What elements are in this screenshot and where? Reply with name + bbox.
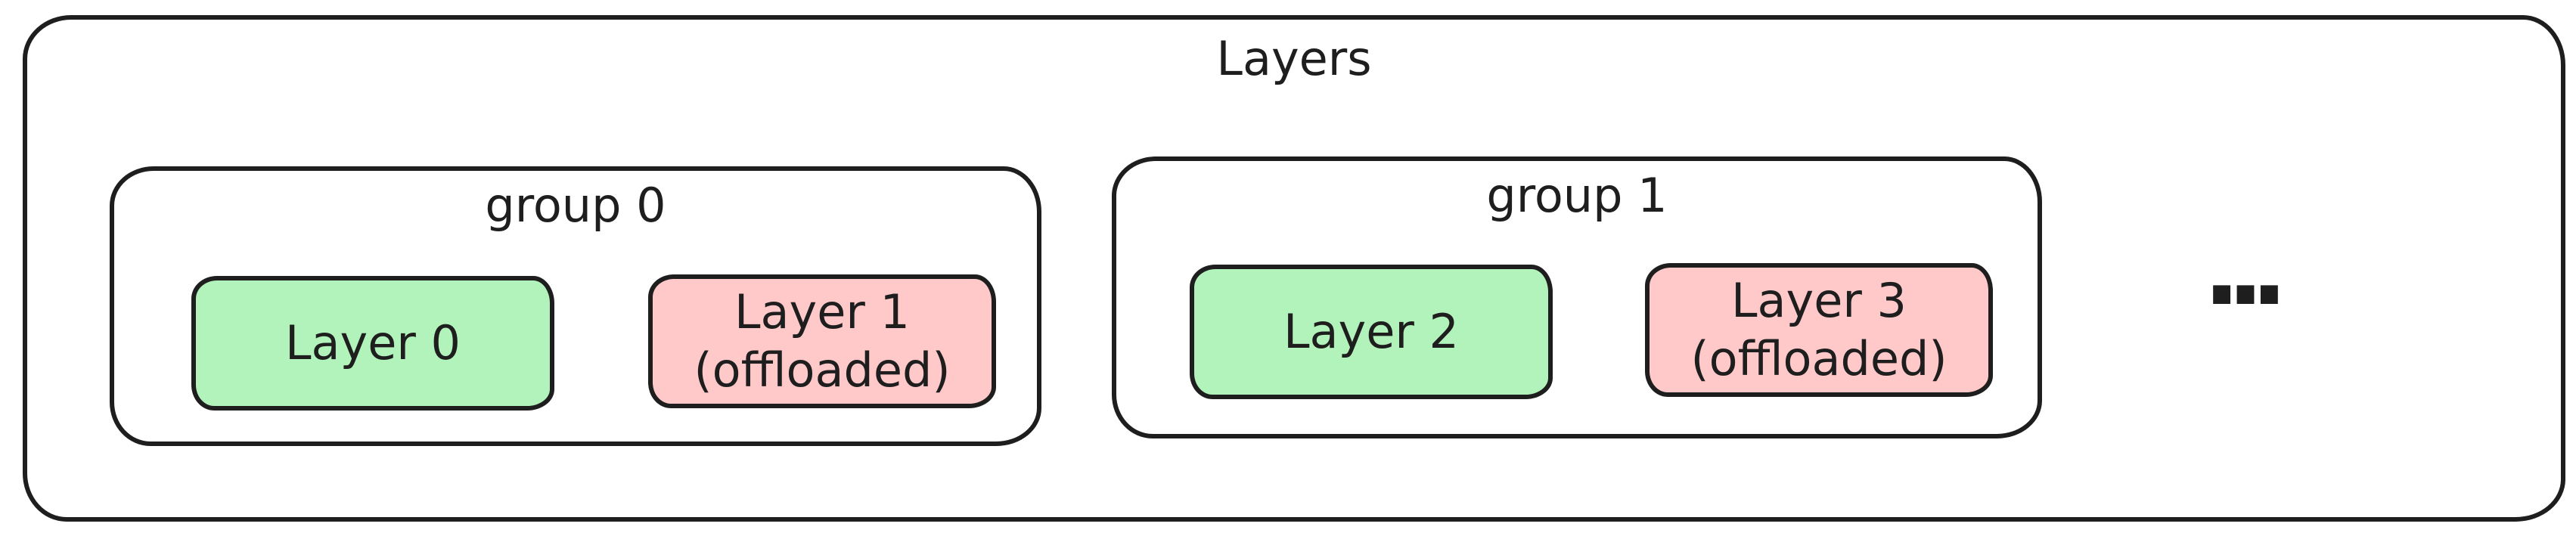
group-1-label: group 1 <box>1486 168 1668 223</box>
group-0-box: group 0 Layer 0 Layer 1 (offloaded) <box>110 166 1041 446</box>
layer-2-box: Layer 2 <box>1190 265 1553 399</box>
more-groups-ellipsis: ... <box>2202 212 2288 327</box>
layer-0-label: Layer 0 <box>284 314 461 370</box>
group-1-box: group 1 Layer 2 Layer 3 (offloaded) <box>1112 156 2042 438</box>
layer-2-label: Layer 2 <box>1283 303 1459 359</box>
layer-3-annotation: (offloaded) <box>1690 330 1948 386</box>
layer-0-box: Layer 0 <box>191 276 554 411</box>
layers-container-box: Layers group 0 Layer 0 Layer 1 (offloade… <box>23 15 2565 522</box>
layers-title: Layers <box>1216 31 1372 86</box>
layer-3-label: Layer 3 <box>1730 272 1907 328</box>
group-0-label: group 0 <box>485 178 666 233</box>
layer-1-annotation: (offloaded) <box>694 342 951 398</box>
layer-1-box: Layer 1 (offloaded) <box>648 274 996 408</box>
layer-1-label: Layer 1 <box>734 283 910 339</box>
layer-3-box: Layer 3 (offloaded) <box>1645 263 1993 397</box>
